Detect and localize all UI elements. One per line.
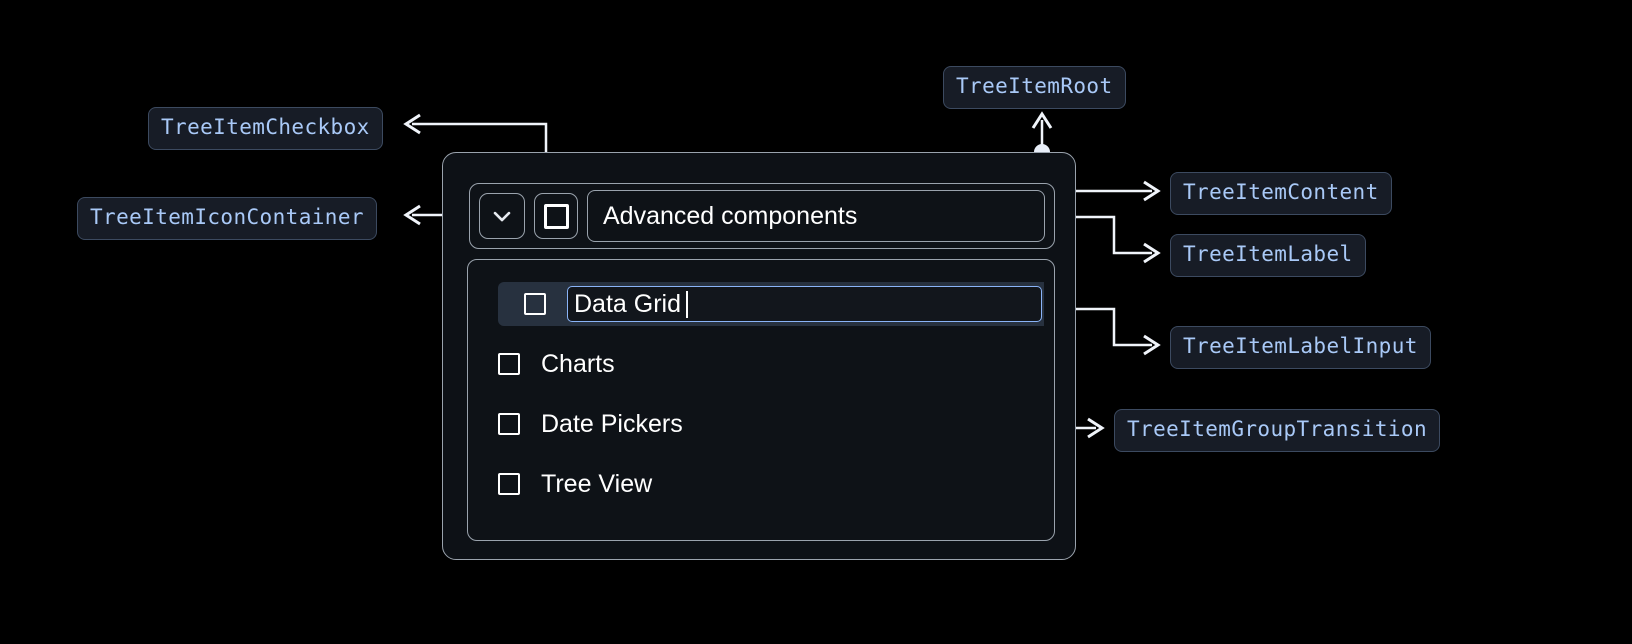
tree-item-row-tree-view[interactable]: Tree View [468, 462, 1054, 506]
tree-item-label-input[interactable]: Data Grid [567, 286, 1042, 322]
annotation-tree-item-label-input: TreeItemLabelInput [1170, 326, 1431, 369]
tree-item-content[interactable]: Advanced components [469, 183, 1055, 249]
annotation-label: TreeItemGroupTransition [1127, 417, 1427, 441]
arrowhead-tree-item-checkbox [403, 113, 421, 135]
arrowhead-tree-item-group-transition [1087, 417, 1105, 439]
checkbox-unchecked-icon[interactable] [498, 353, 520, 375]
tree-item-label-text: Charts [541, 349, 615, 378]
annotation-label: TreeItemLabel [1183, 242, 1353, 266]
chevron-down-icon [488, 202, 516, 230]
annotation-tree-item-root: TreeItemRoot [943, 66, 1126, 109]
arrowhead-tree-item-root [1031, 111, 1053, 129]
arrowhead-tree-item-label [1143, 242, 1161, 264]
tree-item-label-text: Date Pickers [541, 409, 683, 438]
annotation-tree-item-checkbox: TreeItemCheckbox [148, 107, 383, 150]
tree-item-group-transition: Data Grid Charts Date Pickers Tree View [467, 259, 1055, 541]
annotation-tree-item-label: TreeItemLabel [1170, 234, 1366, 277]
checkbox-unchecked-icon[interactable] [524, 293, 546, 315]
annotation-label: TreeItemIconContainer [90, 205, 364, 229]
annotation-label: TreeItemRoot [956, 74, 1113, 98]
arrowhead-tree-item-icon-container [403, 204, 421, 226]
arrowhead-tree-item-label-input [1143, 334, 1161, 356]
annotation-tree-item-group-transition: TreeItemGroupTransition [1114, 409, 1440, 452]
arrowhead-tree-item-content [1143, 180, 1161, 202]
checkbox-unchecked-icon [543, 203, 569, 229]
annotation-label: TreeItemCheckbox [161, 115, 370, 139]
label-input-value: Data Grid [574, 289, 681, 318]
annotation-label: TreeItemLabelInput [1183, 334, 1418, 358]
annotation-tree-item-icon-container: TreeItemIconContainer [77, 197, 377, 240]
checkbox-unchecked-icon[interactable] [498, 473, 520, 495]
text-caret [685, 290, 688, 318]
tree-item-row-date-pickers[interactable]: Date Pickers [468, 402, 1054, 446]
annotation-tree-item-content: TreeItemContent [1170, 172, 1392, 215]
checkbox-unchecked-icon[interactable] [498, 413, 520, 435]
tree-item-label[interactable]: Advanced components [587, 190, 1045, 242]
annotation-label: TreeItemContent [1183, 180, 1379, 204]
tree-item-row-charts[interactable]: Charts [468, 342, 1054, 386]
tree-item-label-text: Tree View [541, 469, 653, 498]
tree-item-checkbox[interactable] [534, 193, 578, 239]
tree-item-root[interactable]: Advanced components Data Grid Charts Dat… [442, 152, 1076, 560]
tree-item-row-data-grid[interactable]: Data Grid [498, 282, 1044, 326]
tree-item-label-text: Advanced components [603, 201, 858, 230]
tree-item-icon-container[interactable] [479, 193, 525, 239]
